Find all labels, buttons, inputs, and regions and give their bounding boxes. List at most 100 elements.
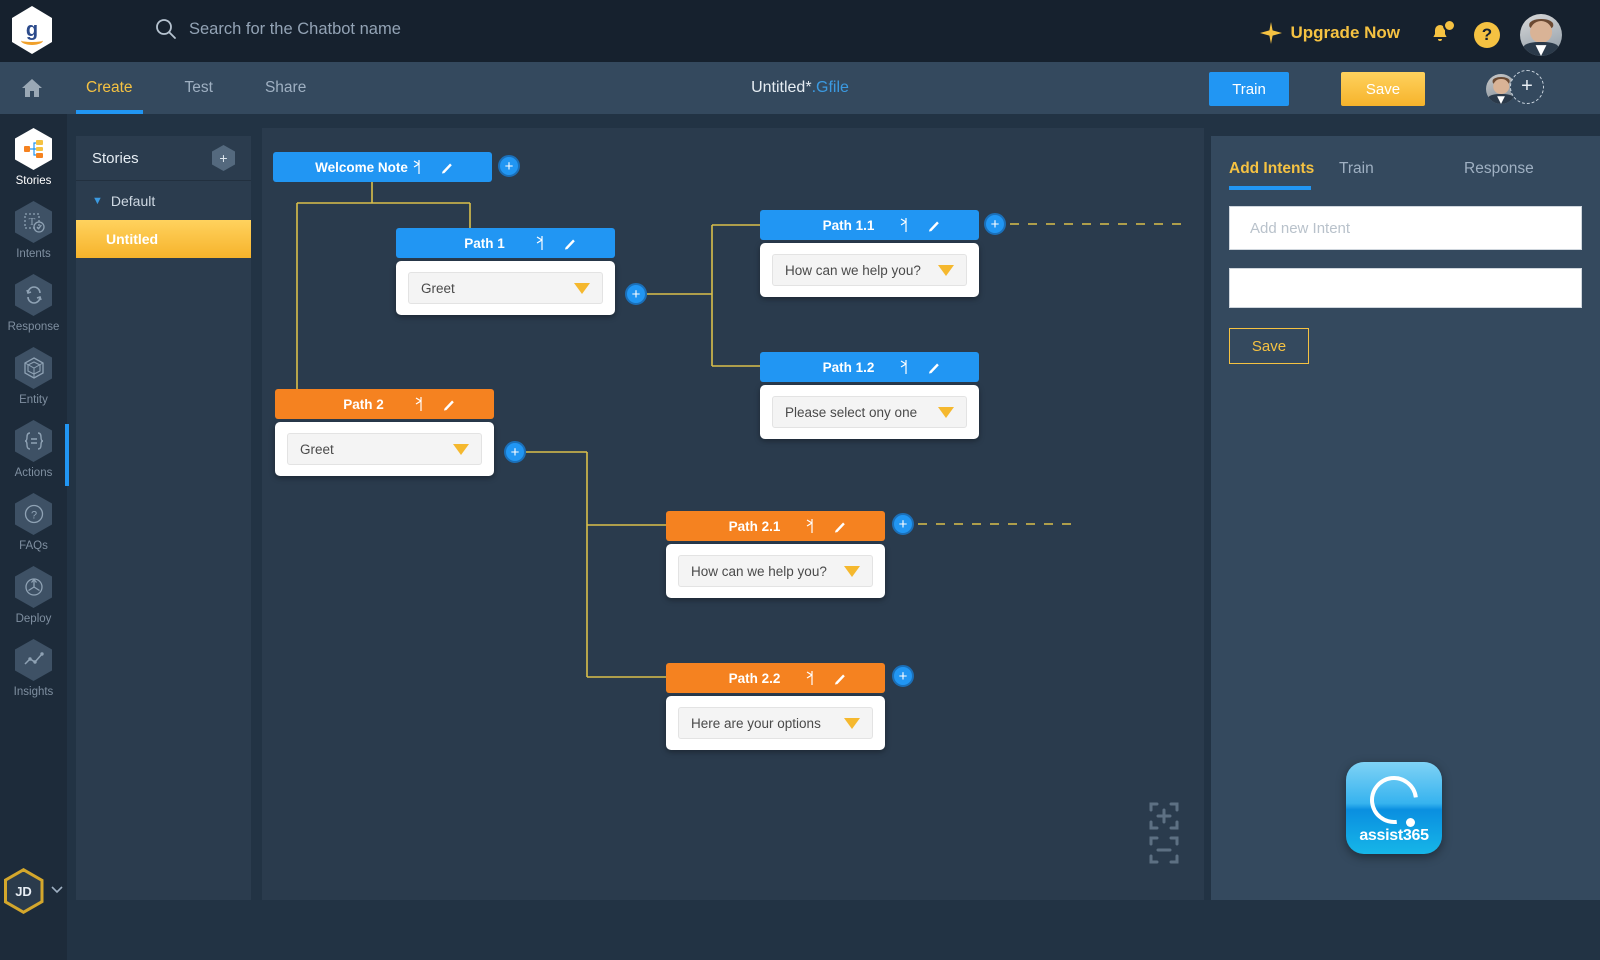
deploy-icon xyxy=(15,566,52,608)
logo-swoosh xyxy=(21,36,43,45)
node-header[interactable]: Path 1.2 xyxy=(760,352,979,382)
branch-icon[interactable] xyxy=(805,518,819,534)
node-path-2-1[interactable]: Path 2.1 How can we help you? xyxy=(666,511,885,598)
zoom-out-button[interactable] xyxy=(1148,834,1180,871)
node-header[interactable]: Welcome Note xyxy=(273,152,492,182)
sidebar-item-response[interactable]: Response xyxy=(0,260,67,333)
node-header[interactable]: Path 1 xyxy=(396,228,615,258)
node-title: Welcome Note xyxy=(315,159,408,175)
branch-icon[interactable] xyxy=(805,670,819,686)
chevron-down-icon[interactable] xyxy=(50,882,64,901)
secondary-toolbar: Create Test Share Untitled*.Gfile Train … xyxy=(0,62,1600,114)
branch-icon[interactable] xyxy=(535,235,549,251)
branch-icon[interactable] xyxy=(412,159,426,175)
branch-icon[interactable] xyxy=(899,359,913,375)
node-header[interactable]: Path 1.1 xyxy=(760,210,979,240)
edit-pencil-icon[interactable] xyxy=(927,217,941,233)
chevron-down-icon xyxy=(938,264,954,276)
response-select[interactable]: How can we help you? xyxy=(678,555,873,587)
add-node-button-path-1[interactable]: + xyxy=(625,283,647,305)
story-group-default[interactable]: ▼ Default xyxy=(76,181,251,220)
node-path-1[interactable]: Path 1 Greet xyxy=(396,228,615,315)
edit-pencil-icon[interactable] xyxy=(440,159,454,175)
node-header[interactable]: Path 2.2 xyxy=(666,663,885,693)
zoom-in-button[interactable] xyxy=(1148,800,1180,837)
add-node-button-welcome[interactable]: + xyxy=(498,155,520,177)
train-button[interactable]: Train xyxy=(1209,72,1289,106)
node-body: Greet xyxy=(396,261,615,315)
document-extension: .Gfile xyxy=(811,79,849,96)
node-header[interactable]: Path 2 xyxy=(275,389,494,419)
tab-response[interactable]: Response xyxy=(1464,160,1534,177)
edit-pencil-icon[interactable] xyxy=(833,518,847,534)
rail-user-area: JD xyxy=(0,868,67,914)
add-story-button[interactable]: + xyxy=(212,145,235,171)
help-icon[interactable]: ? xyxy=(1474,22,1500,48)
svg-text:T: T xyxy=(28,216,35,228)
edit-pencil-icon[interactable] xyxy=(833,670,847,686)
node-title: Path 2 xyxy=(343,396,384,412)
response-select-value: Please select ony one xyxy=(785,404,918,420)
node-path-1-2[interactable]: Path 1.2 Please select ony one xyxy=(760,352,979,439)
add-node-button-path-1-1[interactable]: + xyxy=(984,213,1006,235)
app-logo[interactable]: g xyxy=(12,6,52,54)
rail-active-accent xyxy=(65,424,69,486)
sidebar-item-intents[interactable]: T Intents xyxy=(0,187,67,260)
response-icon xyxy=(15,274,52,316)
response-select[interactable]: Greet xyxy=(408,272,603,304)
response-select[interactable]: Please select ony one xyxy=(772,396,967,428)
sidebar-item-insights[interactable]: Insights xyxy=(0,625,67,698)
sidebar-item-entity[interactable]: Entity xyxy=(0,333,67,406)
entity-icon xyxy=(15,347,52,389)
tab-train[interactable]: Train xyxy=(1339,160,1374,177)
logo-letter: g xyxy=(25,19,39,41)
save-intent-button[interactable]: Save xyxy=(1229,328,1309,364)
response-select[interactable]: How can we help you? xyxy=(772,254,967,286)
assist365-widget[interactable]: assist365 xyxy=(1346,762,1442,854)
tab-add-intents[interactable]: Add Intents xyxy=(1229,160,1339,190)
sidebar-item-deploy[interactable]: Deploy xyxy=(0,552,67,625)
flow-canvas[interactable]: Welcome Note + Path 1 Greet + Path 2 xyxy=(262,128,1204,900)
notifications-bell-icon[interactable] xyxy=(1428,19,1456,48)
sidebar-item-stories[interactable]: Stories xyxy=(0,114,67,187)
branch-icon[interactable] xyxy=(899,217,913,233)
tab-test[interactable]: Test xyxy=(184,79,213,96)
intent-examples-input[interactable] xyxy=(1229,268,1582,308)
add-intent-input[interactable]: Add new Intent xyxy=(1229,206,1582,250)
home-icon[interactable] xyxy=(20,76,44,105)
add-node-button-path-2-2[interactable]: + xyxy=(892,665,914,687)
response-select[interactable]: Greet xyxy=(287,433,482,465)
edit-pencil-icon[interactable] xyxy=(927,359,941,375)
response-select-value: Here are your options xyxy=(691,715,821,731)
user-avatar[interactable] xyxy=(1520,14,1562,56)
node-path-1-1[interactable]: Path 1.1 How can we help you? xyxy=(760,210,979,297)
sidebar-item-actions[interactable]: Actions xyxy=(0,406,67,479)
add-collaborator-button[interactable]: + xyxy=(1510,70,1544,104)
node-path-2[interactable]: Path 2 Greet xyxy=(275,389,494,476)
upgrade-now-button[interactable]: Upgrade Now xyxy=(1260,22,1400,44)
node-path-2-2[interactable]: Path 2.2 Here are your options xyxy=(666,663,885,750)
nav-tabs: Create Test Share xyxy=(60,62,332,114)
save-button[interactable]: Save xyxy=(1341,72,1425,106)
story-item-untitled[interactable]: Untitled xyxy=(76,220,251,258)
sidebar-item-faqs[interactable]: ? FAQs xyxy=(0,479,67,552)
node-body: Greet xyxy=(275,422,494,476)
add-node-button-path-2-1[interactable]: + xyxy=(892,513,914,535)
node-welcome-note[interactable]: Welcome Note xyxy=(273,152,492,182)
node-actions xyxy=(414,396,484,412)
node-actions xyxy=(412,159,482,175)
response-select[interactable]: Here are your options xyxy=(678,707,873,739)
tab-share[interactable]: Share xyxy=(264,79,307,96)
search-bar[interactable]: Search for the Chatbot name xyxy=(155,18,401,40)
user-initials-avatar[interactable]: JD xyxy=(3,868,44,914)
edit-pencil-icon[interactable] xyxy=(442,396,456,412)
document-name: Untitled* xyxy=(751,79,812,96)
response-select-value: Greet xyxy=(300,441,334,457)
add-node-button-path-2[interactable]: + xyxy=(504,441,526,463)
tab-create[interactable]: Create xyxy=(60,62,159,114)
node-header[interactable]: Path 2.1 xyxy=(666,511,885,541)
edit-pencil-icon[interactable] xyxy=(563,235,577,251)
chevron-down-icon xyxy=(938,406,954,418)
search-input[interactable]: Search for the Chatbot name xyxy=(189,19,401,38)
branch-icon[interactable] xyxy=(414,396,428,412)
